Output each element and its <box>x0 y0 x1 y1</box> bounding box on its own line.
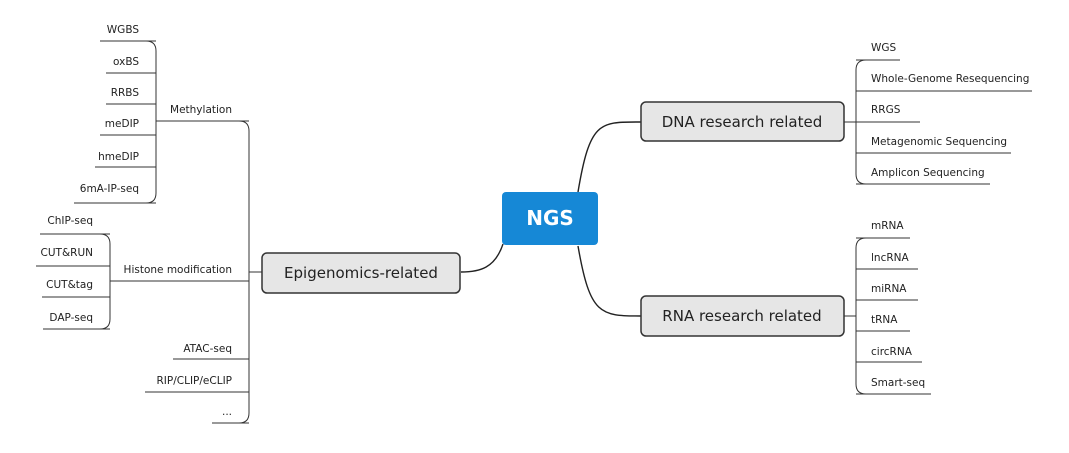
root-label: NGS <box>526 206 574 230</box>
methylation-item[interactable]: 6mA-IP-seq <box>80 183 139 195</box>
histone-item[interactable]: DAP-seq <box>49 312 93 324</box>
rna-item[interactable]: tRNA <box>871 314 898 326</box>
connector-root-epi <box>460 243 504 273</box>
epi-item[interactable]: RIP/CLIP/eCLIP <box>157 375 232 387</box>
dna-item[interactable]: Metagenomic Sequencing <box>871 136 1007 148</box>
epi-item[interactable]: ATAC-seq <box>183 343 232 355</box>
dna-item[interactable]: RRGS <box>871 104 901 116</box>
epi-topic-label: Epigenomics-related <box>284 264 438 282</box>
dna-item[interactable]: WGS <box>871 42 897 54</box>
epi-topic[interactable]: Epigenomics-related <box>261 252 461 294</box>
rna-item[interactable]: mRNA <box>871 220 904 232</box>
dna-topic-label: DNA research related <box>662 113 823 131</box>
dna-item[interactable]: Amplicon Sequencing <box>871 167 985 179</box>
connector-root-dna <box>577 121 642 193</box>
methylation-item[interactable]: WGBS <box>107 24 140 36</box>
histone-modification-label[interactable]: Histone modification <box>124 264 232 276</box>
methylation-item[interactable]: meDIP <box>105 118 139 130</box>
histone-item[interactable]: CUT&tag <box>46 279 93 291</box>
rna-topic[interactable]: RNA research related <box>640 295 845 337</box>
rna-item[interactable]: Smart-seq <box>871 377 925 389</box>
rna-item[interactable]: lncRNA <box>871 252 909 264</box>
methylation-item[interactable]: hmeDIP <box>98 151 139 163</box>
epi-item[interactable]: ... <box>222 406 232 418</box>
histone-item[interactable]: ChIP-seq <box>47 215 93 227</box>
rna-item[interactable]: miRNA <box>871 283 907 295</box>
rna-topic-label: RNA research related <box>662 307 821 325</box>
root-node[interactable]: NGS <box>502 192 598 245</box>
dna-item[interactable]: Whole-Genome Resequencing <box>871 73 1029 85</box>
rna-item[interactable]: circRNA <box>871 346 913 358</box>
epi-connectors <box>36 40 262 424</box>
connector-root-rna <box>577 245 642 317</box>
methylation-label[interactable]: Methylation <box>170 104 232 116</box>
rna-connectors <box>844 237 931 395</box>
methylation-item[interactable]: RRBS <box>111 87 140 99</box>
methylation-item[interactable]: oxBS <box>113 56 139 68</box>
dna-topic[interactable]: DNA research related <box>640 101 845 142</box>
dna-connectors <box>844 59 1032 185</box>
histone-item[interactable]: CUT&RUN <box>41 247 93 259</box>
